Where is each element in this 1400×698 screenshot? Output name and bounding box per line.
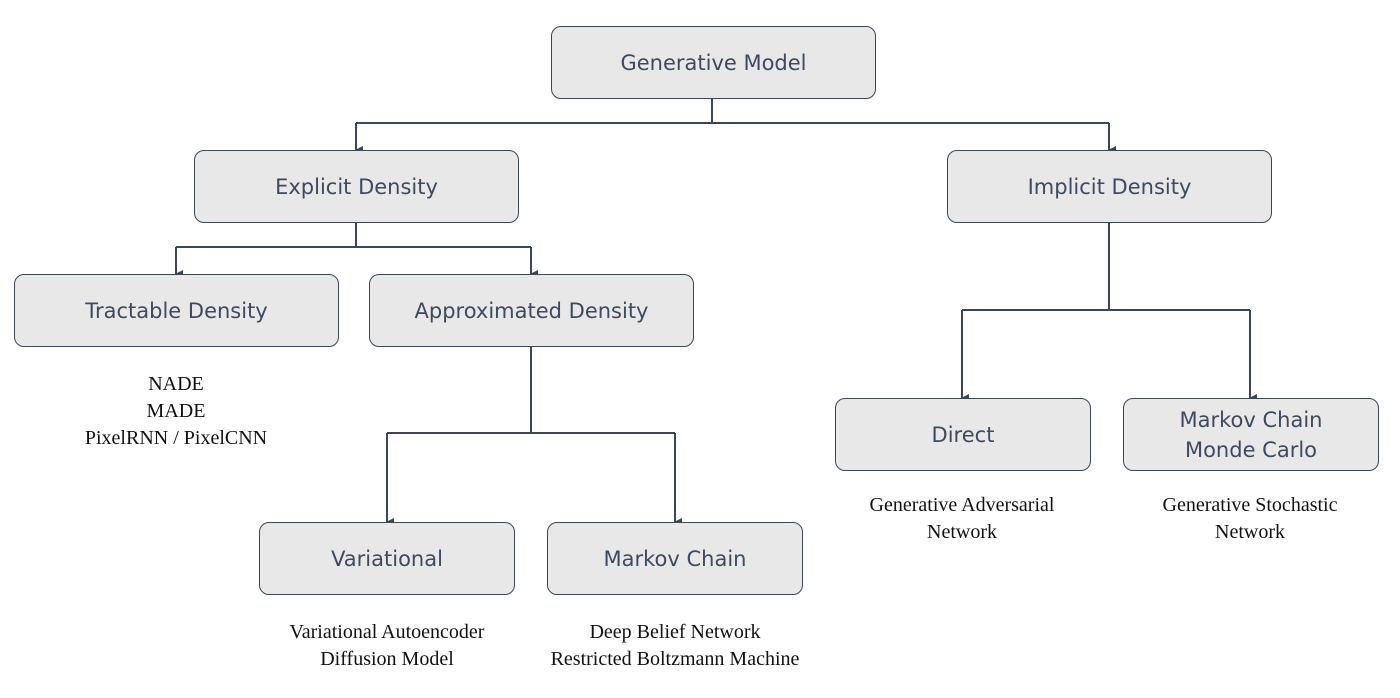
node-label: Implicit Density — [1027, 174, 1192, 199]
caption-line: MADE — [146, 400, 206, 422]
node-generative-model: Generative Model — [551, 26, 876, 99]
caption-line: Diffusion Model — [320, 648, 454, 670]
connector-approximated-split — [387, 347, 675, 434]
caption-line: Network — [927, 521, 997, 543]
node-label: Direct — [931, 422, 995, 447]
node-label: Variational — [331, 546, 443, 571]
caption-markov-chain-examples: Deep Belief Network Restricted Boltzmann… — [515, 619, 835, 673]
node-markov-chain: Markov Chain — [547, 522, 803, 595]
connector-root-split — [356, 99, 1109, 124]
caption-line: Generative Adversarial — [869, 494, 1055, 516]
node-explicit-density: Explicit Density — [194, 150, 519, 223]
node-label-line2: Monde Carlo — [1184, 437, 1318, 462]
node-direct: Direct — [835, 398, 1091, 471]
node-markov-chain-monte-carlo: Markov Chain Monde Carlo — [1123, 398, 1379, 471]
caption-line: Deep Belief Network — [589, 621, 761, 643]
node-tractable-density: Tractable Density — [14, 274, 339, 347]
caption-tractable-examples: NADE MADE PixelRNN / PixelCNN — [26, 371, 326, 452]
caption-line: Network — [1215, 521, 1285, 543]
node-implicit-density: Implicit Density — [947, 150, 1272, 223]
node-label: Generative Model — [620, 50, 807, 75]
caption-line: Generative Stochastic — [1162, 494, 1338, 516]
node-variational: Variational — [259, 522, 515, 595]
node-label: Explicit Density — [275, 174, 438, 199]
node-label: Tractable Density — [85, 298, 268, 323]
caption-line: Restricted Boltzmann Machine — [550, 648, 800, 670]
node-approximated-density: Approximated Density — [369, 274, 694, 347]
node-label: Markov Chain — [603, 546, 747, 571]
connector-implicit-split — [962, 223, 1250, 311]
caption-direct-examples: Generative Adversarial Network — [822, 492, 1102, 546]
caption-mcmc-examples: Generative Stochastic Network — [1110, 492, 1390, 546]
caption-line: PixelRNN / PixelCNN — [84, 427, 268, 449]
node-label: Approximated Density — [414, 298, 649, 323]
caption-line: NADE — [148, 373, 204, 395]
caption-variational-examples: Variational Autoencoder Diffusion Model — [237, 619, 537, 673]
caption-line: Variational Autoencoder — [289, 621, 485, 643]
node-label-line1: Markov Chain — [1179, 407, 1323, 432]
connector-explicit-split — [176, 223, 531, 248]
